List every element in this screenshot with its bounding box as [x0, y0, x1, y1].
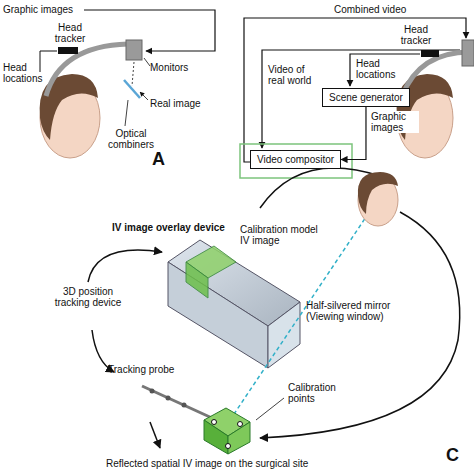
annotation-label: Head tracker	[48, 22, 92, 44]
panel-a	[40, 10, 215, 158]
annotation-label: 3D position tracking device	[48, 286, 128, 308]
panel-letter: A	[152, 150, 172, 169]
annotation-label: Real image	[150, 98, 210, 109]
annotation-label: Reflected spatial IV image on the surgic…	[106, 458, 366, 469]
panel-b	[240, 18, 474, 178]
annotation-label: Tracking probe	[108, 364, 188, 375]
edge-label: Graphic images	[371, 111, 419, 133]
process-box: Scene generator	[322, 88, 410, 107]
annotation-label: Head locations	[356, 58, 408, 80]
annotation-label: Head locations	[3, 62, 39, 84]
process-box: Video compositor	[250, 150, 341, 169]
annotation-label: Video of real world	[268, 64, 314, 86]
annotation-label: Monitors	[150, 62, 210, 73]
annotation-label: IV image overlay device	[112, 222, 262, 233]
panel-letter: C	[446, 446, 466, 465]
box-text: Video compositor	[257, 154, 334, 165]
annotation-label: Half-silvered mirror (Viewing window)	[306, 300, 416, 322]
annotation-label: Optical combiners	[96, 128, 166, 150]
annotation-label: Head tracker	[396, 24, 436, 46]
annotation-label: Calibration points	[288, 382, 350, 404]
annotation-label: Graphic images	[3, 4, 83, 15]
annotation-label: Calibration model IV image	[240, 224, 320, 246]
panel-c	[88, 168, 460, 454]
annotation-label: Combined video	[334, 4, 424, 15]
connector-arrow	[341, 107, 366, 160]
box-text: Scene generator	[329, 92, 403, 103]
